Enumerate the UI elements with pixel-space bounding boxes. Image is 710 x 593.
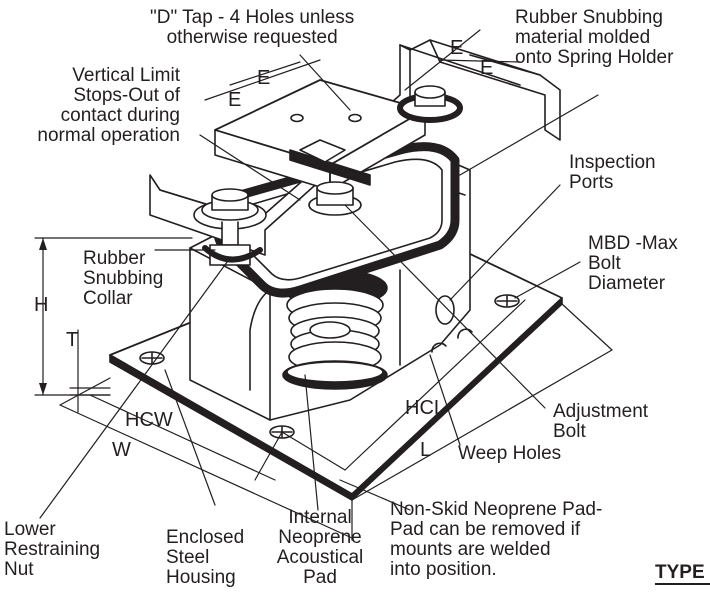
adjustment-bolt [308,181,362,216]
top-plate [214,79,426,191]
acoustical-pad-callout: Internal Neoprene Acoustical Pad [276,507,364,588]
type-heading-partial: TYPE [655,562,705,583]
dim-e-label: E [228,89,242,111]
weep-hole [431,342,447,353]
dimension-lines [34,29,613,541]
non-skid-pad-callout: Non-Skid Neoprene Pad- Pad can be remove… [390,499,603,580]
dim-hcl-label: HCL [405,397,446,419]
bolt-hole [494,294,520,308]
dim-h-label: H [34,294,49,316]
table-rule [655,583,710,585]
vertical-limit-callout: Vertical Limit Stops-Out of contact duri… [37,65,180,146]
dim-e-label: E [480,57,494,79]
dim-e-label: E [257,67,271,89]
lower-restraining-nut-callout: Lower Restraining Nut [4,519,101,580]
rubber-snubbing-material-callout: Rubber Snubbing material molded onto Spr… [515,7,674,68]
dim-hcw-label: HCW [125,409,173,431]
mbd-callout: MBD -Max Bolt Diameter [588,233,678,294]
upper-bolt [397,85,463,123]
rubber-snubbing-collar-callout: Rubber Snubbing Collar [83,248,164,309]
spring [282,269,388,390]
limit-stop-bolt [193,188,267,266]
tap-callout: "D" Tap - 4 Holes unless otherwise reque… [150,7,355,48]
enclosed-steel-housing-callout: Enclosed Steel Housing [166,527,245,588]
dim-w-label: W [112,439,131,461]
weep-hole [457,328,473,339]
dim-e-label: E [450,37,464,59]
adjustment-bolt-callout: Adjustment Bolt [553,401,649,442]
weep-holes-callout: Weep Holes [458,443,562,464]
leader-lines [39,54,599,519]
inspection-ports-callout: Inspection Ports [569,152,656,193]
dim-t-label: T [66,329,79,351]
inspection-port [435,295,455,325]
dim-l-label: L [420,439,432,461]
